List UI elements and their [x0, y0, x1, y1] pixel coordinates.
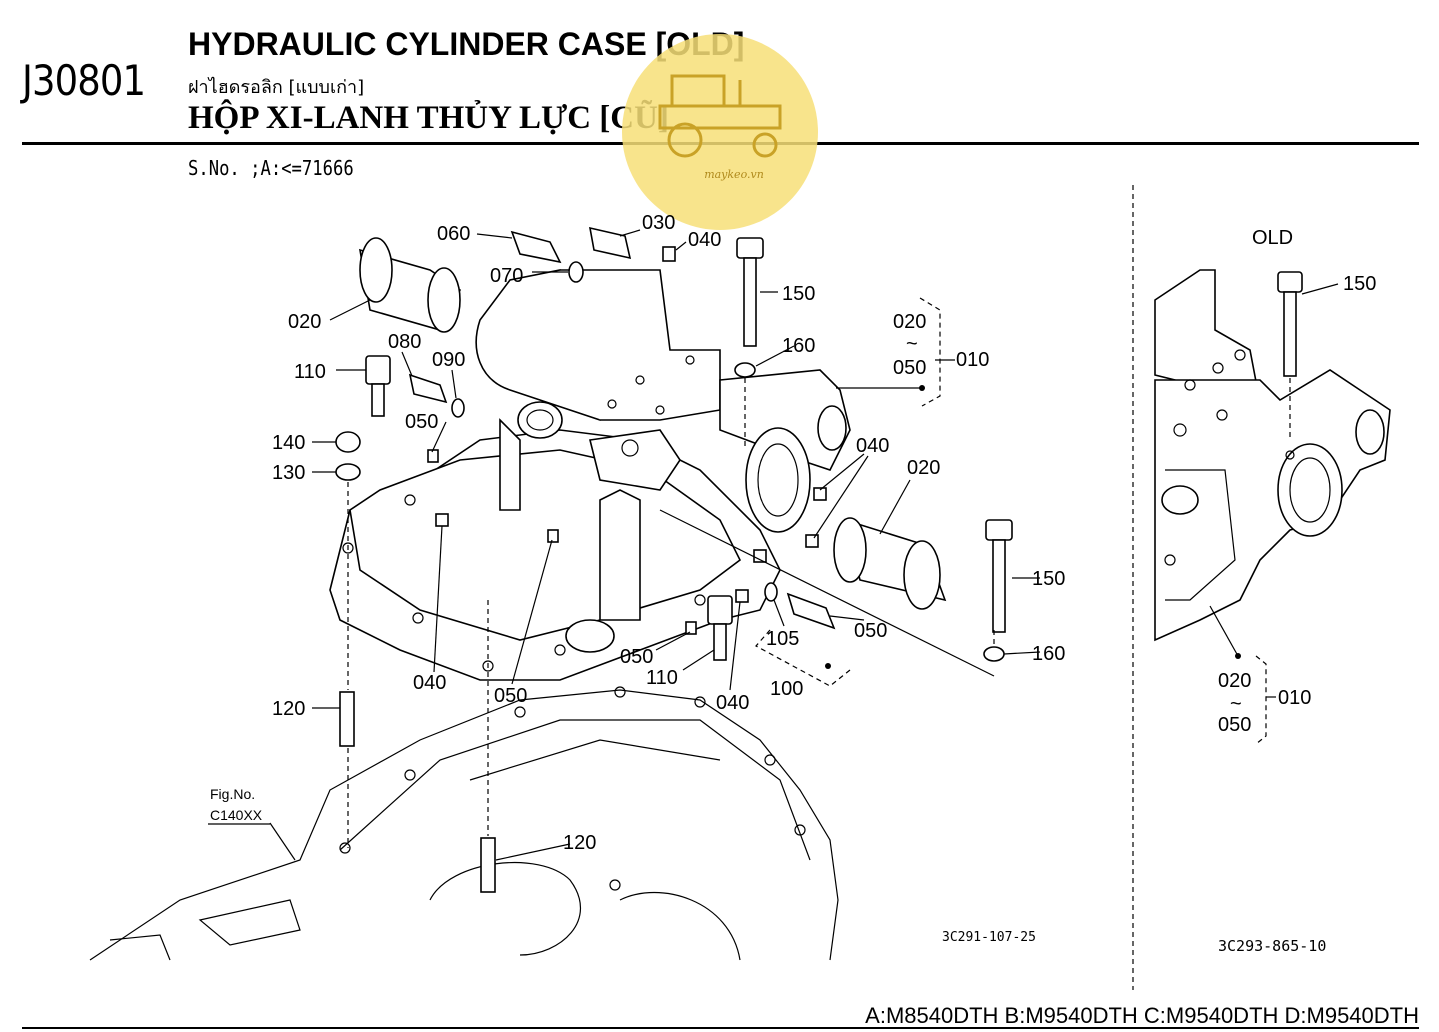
callout-120-bottom: 120	[563, 832, 596, 854]
bolt-150-right	[985, 519, 1013, 633]
title-vietnamese: HỘP XI-LANH THỦY LỰC [CŨ]	[188, 100, 669, 136]
callout-105: 105	[766, 628, 799, 650]
fig-ref-label: Fig.No.	[210, 786, 255, 802]
cylinder-sleeve-left	[359, 237, 462, 333]
title-english: HYDRAULIC CYLINDER CASE [OLD]	[188, 26, 745, 62]
callout-100: 100	[770, 678, 803, 700]
old-callout-050: 050	[1218, 714, 1251, 736]
old-callout-150: 150	[1343, 273, 1376, 295]
callout-160-right: 160	[1032, 643, 1065, 665]
transmission-case	[89, 686, 839, 961]
figure-code-main: 3C291-107-25	[942, 930, 1036, 945]
model-list: A:M8540DTH B:M9540DTH C:M9540DTH D:M9540…	[865, 1003, 1419, 1028]
callout-160-top: 160	[782, 335, 815, 357]
callout-060: 060	[437, 223, 470, 245]
serial-number-range: S.No. ;A:<=71666	[188, 156, 354, 180]
washer-130	[335, 463, 361, 481]
page-code: J30801	[22, 56, 146, 105]
plugs-040-050-body	[435, 513, 559, 543]
callout-tilde: ~	[906, 333, 918, 355]
callout-150-top: 150	[782, 283, 815, 305]
old-callout-020: 020	[1218, 670, 1251, 692]
plug-040-top	[662, 246, 676, 262]
watermark-text: maykeo.vn	[704, 168, 764, 181]
plug-050-left	[427, 449, 439, 463]
callout-050-mid: 050	[620, 646, 653, 668]
callout-120-left: 120	[272, 698, 305, 720]
tractor-icon	[658, 74, 782, 158]
plug-050-mid	[685, 549, 767, 635]
o-ring-090	[451, 398, 465, 418]
callout-040-bottom: 040	[716, 692, 749, 714]
callout-030: 030	[642, 212, 675, 234]
callout-050-left: 050	[405, 411, 438, 433]
bolt-150-top	[736, 237, 764, 347]
stud-120-bottom	[480, 837, 496, 893]
plugs-040-right	[805, 487, 827, 548]
bolt-110-mid	[707, 595, 733, 661]
callout-130: 130	[272, 462, 305, 484]
callout-020-group: 020	[893, 311, 926, 333]
title-thai: ฝาไฮดรอลิก [แบบเก่า]	[188, 77, 365, 98]
callout-040-top: 040	[688, 229, 721, 251]
bolt-110-left	[365, 355, 391, 417]
cylinder-case-body	[329, 269, 851, 681]
fig-ref-value: C140XX	[210, 807, 263, 823]
callout-050-group: 050	[893, 357, 926, 379]
callout-080: 080	[388, 331, 421, 353]
figure-code-old: 3C293-865-10	[1218, 937, 1326, 955]
callout-110-mid: 110	[646, 667, 678, 689]
leader-lines	[269, 229, 1041, 861]
callout-050-right: 050	[854, 620, 887, 642]
nut-140	[335, 431, 361, 453]
old-bolt-150	[1277, 271, 1303, 377]
callout-050-bottom: 050	[494, 685, 527, 707]
callout-140: 140	[272, 432, 305, 454]
fitting-060	[510, 230, 562, 264]
callout-150-right: 150	[1032, 568, 1065, 590]
old-leaders	[1209, 283, 1339, 745]
fitting-080	[408, 373, 448, 404]
callout-020-right: 020	[907, 457, 940, 479]
o-ring-070	[568, 261, 584, 283]
washer-160-top	[734, 362, 756, 378]
callout-040-bottom-left: 040	[413, 672, 446, 694]
callout-040-right: 040	[856, 435, 889, 457]
stud-120-left	[339, 691, 355, 747]
callout-020-left: 020	[288, 311, 321, 333]
plug-040-bottom	[735, 589, 749, 603]
old-callout-tilde: ~	[1230, 693, 1242, 715]
callout-010-group: 010	[956, 349, 989, 371]
collar-030	[588, 226, 632, 260]
cylinder-sleeve-right	[833, 517, 947, 610]
fitting-100	[786, 592, 836, 630]
callout-070: 070	[490, 265, 523, 287]
o-ring-105	[764, 582, 778, 602]
callout-090: 090	[432, 349, 465, 371]
watermark: maykeo.vn	[622, 34, 818, 230]
old-callout-010: 010	[1278, 687, 1311, 709]
callouts-old: OLD 150 020 ~ 050 010 3C293-865-10	[1218, 227, 1376, 955]
old-heading: OLD	[1252, 227, 1293, 249]
watermark-disc	[622, 34, 818, 230]
footer-divider	[22, 1027, 1419, 1029]
washer-160-right	[983, 646, 1005, 662]
callout-110-left: 110	[294, 361, 326, 383]
old-view-body	[1154, 269, 1391, 642]
callouts-main: 060 030 040 070 020 150 160 020 ~ 050 01…	[210, 212, 1065, 945]
